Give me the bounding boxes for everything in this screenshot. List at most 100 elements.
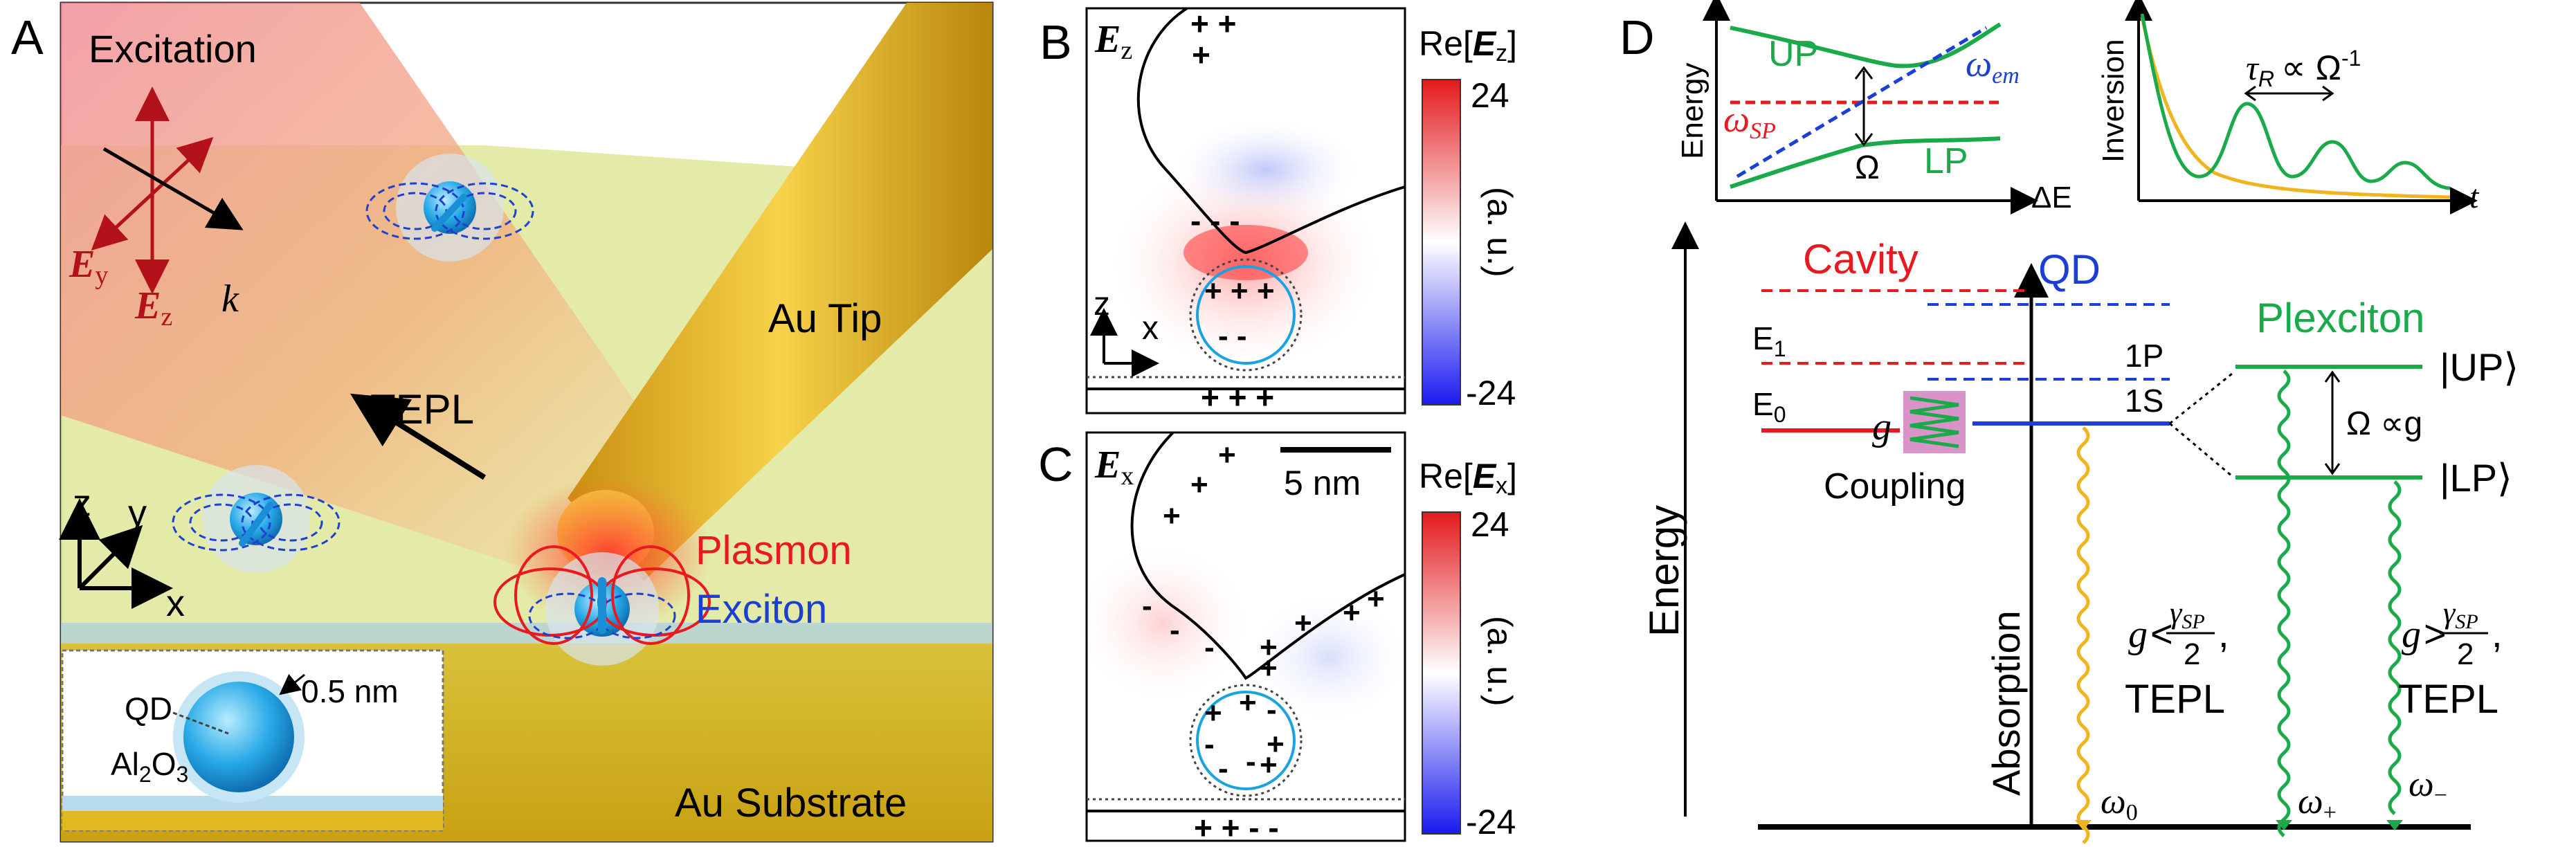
inset-thickness-label: 0.5 nm: [301, 673, 399, 709]
qd-label: QD: [2038, 246, 2101, 293]
charge-plus: +: [1163, 499, 1181, 533]
cavity-label: Cavity: [1803, 236, 1919, 282]
colorbar-c-max: 24: [1471, 505, 1509, 544]
panel-c: + + + - - - + + + + + + + - - - - + + C …: [1038, 431, 1519, 846]
lp-emission-arrowhead: [2386, 820, 2403, 830]
tip-outline: [1130, 431, 1406, 680]
qd-inset: [61, 649, 444, 832]
energy-diagram: Energy Absorption Cavity QD E1 E0 1P 1S …: [1641, 221, 2519, 844]
omega-plus-label: ω+: [2298, 782, 2337, 826]
inset-al2o3-label: Al2O3: [111, 746, 188, 787]
up-emission-arrowhead: [2276, 820, 2292, 830]
weak-emission-wave: [2076, 426, 2090, 844]
strong-coupling-condition: g>: [2402, 612, 2447, 656]
qd-charges-top: + + +: [1204, 274, 1275, 308]
tepl-arrow: [350, 393, 487, 480]
anticrossing-ylabel: Energy: [1676, 63, 1709, 159]
qd-left: [172, 465, 341, 573]
strong-comma: ,: [2492, 612, 2503, 655]
omega-sp-label: ωSP: [1723, 98, 1776, 144]
rabi-splitting-arrowheads: [2324, 370, 2341, 475]
plasmon-lobe: [611, 545, 690, 645]
weak-tepl-label: TEPL: [2125, 677, 2225, 722]
substrate-charges: + + - -: [1194, 810, 1279, 846]
omega-em-label: ωem: [1966, 43, 2020, 89]
exciton-label: Exciton: [696, 587, 827, 632]
exciton-lobe: [172, 493, 271, 552]
panel-a: A Excitation Ey Ez k TEPL z y x Au Tip P…: [11, 1, 994, 843]
charge-plus: +: [1343, 596, 1361, 630]
rabi-oscillation-curve: [2140, 13, 2451, 190]
qd-core-outline: [1196, 691, 1296, 790]
charge-minus: -: [1246, 745, 1256, 778]
inversion-ylabel: Inversion: [2096, 39, 2130, 163]
colorbar-c-title: Re[Ex]: [1419, 457, 1517, 499]
omega0-label: ω0: [2101, 782, 2138, 826]
e0-label: E0: [1752, 386, 1786, 427]
panel-d-letter: D: [1620, 10, 1655, 64]
qd-top: [365, 154, 534, 262]
substrate-charges: + + +: [1201, 379, 1274, 415]
charge-plus: +: [1367, 582, 1385, 616]
colorbar-b-unit: (a. u.): [1480, 187, 1519, 277]
axis-y-label: y: [128, 493, 147, 534]
axis-x-label: x: [166, 583, 185, 624]
inset-gold: [62, 811, 443, 830]
charge-plus: +: [1260, 748, 1278, 782]
1s-label: 1S: [2125, 383, 2164, 419]
charge-markers: + + + - - - + + + + + + + - - - - + +: [1142, 438, 1385, 785]
exciton-lobe: [435, 182, 534, 240]
strong-gamma-label: γSP: [2443, 596, 2478, 633]
charge-plus: +: [1204, 696, 1222, 730]
exciton-lobe: [365, 182, 465, 240]
up-emission-wave: [2277, 370, 2291, 837]
exciton-lobe: [189, 503, 254, 542]
tau-label: τR∝ Ω-1: [2246, 46, 2361, 91]
excitation-label: Excitation: [89, 27, 257, 71]
ey-arrow-right: [151, 136, 214, 195]
charge-minus: -: [1218, 752, 1228, 785]
colorbar-c-unit: (a. u.): [1480, 616, 1519, 707]
charge-minus: -: [1267, 693, 1277, 727]
field-blue-region: [1177, 121, 1357, 218]
inset-oxide: [62, 796, 443, 811]
charge-minus: -: [1142, 589, 1152, 623]
plexciton-label: Plexciton: [2256, 295, 2424, 341]
decay-curve: [2140, 17, 2451, 199]
ez-label: Ez: [134, 284, 172, 331]
lp-emission-wave: [2388, 480, 2402, 815]
g-label: g: [1872, 406, 1892, 448]
inset-qd-label: QD: [125, 691, 172, 727]
tip-charges-top: + +: [1190, 6, 1237, 42]
axis-z-label: z: [1094, 286, 1110, 322]
axis-y-arrow: [78, 525, 143, 590]
charge-minus: -: [1170, 613, 1180, 647]
up-branch: [1730, 22, 2002, 69]
field-blue-region: [1253, 595, 1405, 720]
exciton-lobe: [597, 592, 676, 639]
omega-label: Ω: [1855, 149, 1880, 186]
field-red-region: [1080, 547, 1246, 699]
weak-gamma-label: γSP: [2170, 596, 2205, 633]
up-state-label: |UP⟩: [2440, 345, 2519, 389]
au-tip-label: Au Tip: [768, 296, 882, 341]
charge-plus: +: [1239, 686, 1257, 720]
rabi-splitting-label: Ω ∝g: [2346, 406, 2422, 442]
absorption-label: Absorption: [1984, 610, 2028, 796]
charge-plus: +: [1218, 438, 1236, 472]
omega-minus-label: ω−: [2409, 765, 2447, 808]
au-tip: [568, 3, 992, 581]
ey-arrow-left: [91, 192, 154, 251]
colorbar-b-max: 24: [1471, 76, 1509, 115]
coupling-spring-icon: [1910, 396, 1959, 448]
au-substrate-label: Au Substrate: [675, 781, 907, 826]
anticrossing-plot: Energy ΔE UP LP ωSP ωem Ω: [1676, 0, 2072, 215]
excitation-beam: [61, 3, 692, 595]
panel-b-field-label: Ez: [1094, 18, 1132, 65]
weak-two-label: 2: [2184, 637, 2200, 671]
up-label: UP: [1768, 34, 1818, 74]
inversion-plot: Inversion t τR∝ Ω-1: [2096, 0, 2480, 215]
colorbar-b: [1422, 79, 1461, 406]
k-label: k: [221, 277, 239, 320]
